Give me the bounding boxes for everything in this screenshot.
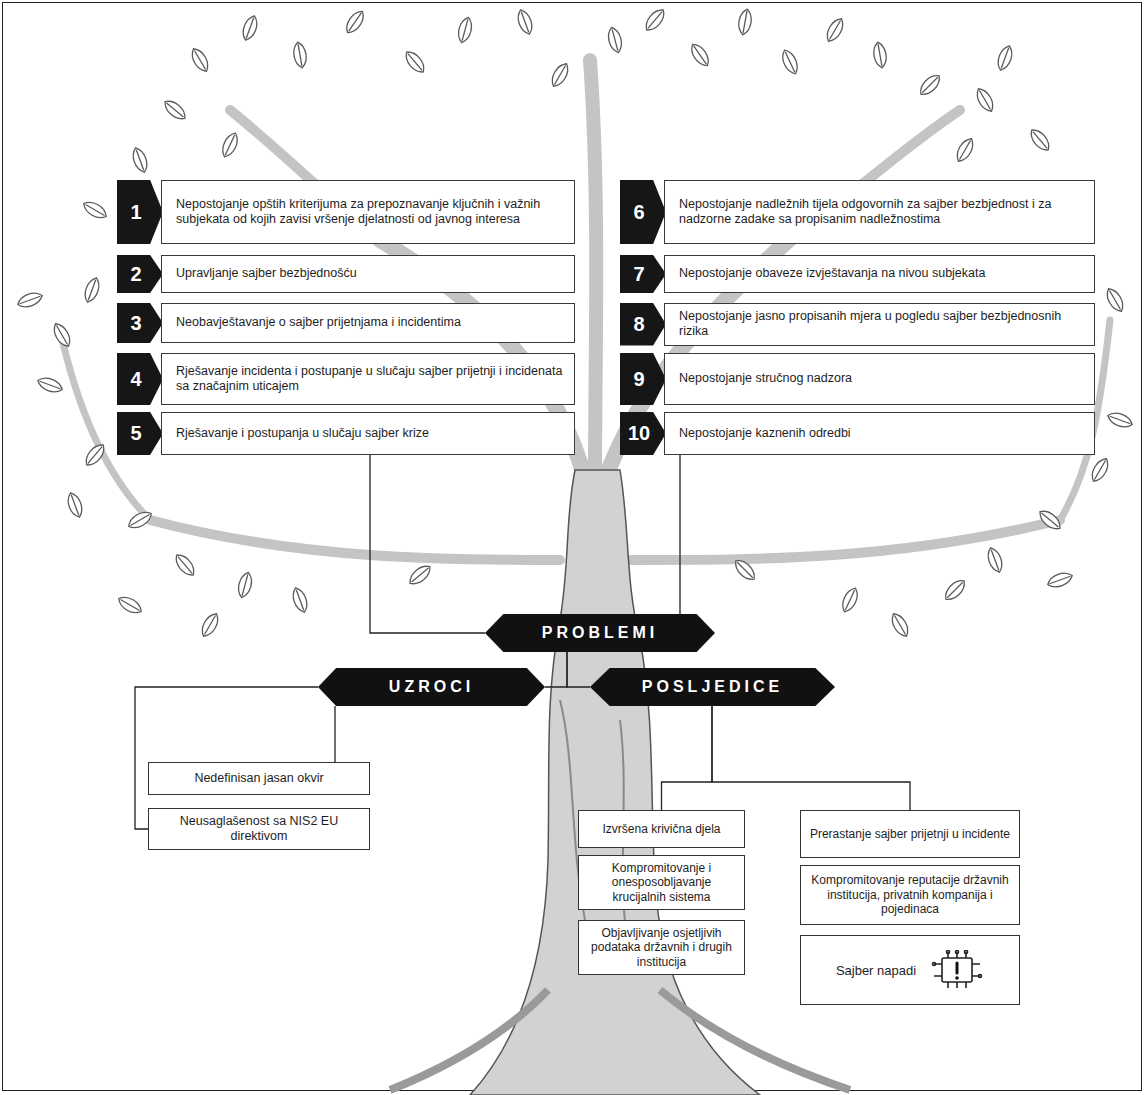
number-badge: 7 <box>620 255 666 293</box>
cause-box: Neusaglašenost sa NIS2 EU direktivom <box>148 808 370 850</box>
problem-text-box: Upravljanje sajber bezbjednošću <box>161 255 575 293</box>
callout-number: 9 <box>633 368 644 391</box>
problem-text-box: Nepostojanje nadležnih tijela odgovornih… <box>664 180 1095 244</box>
box-text: Kompromitovanje i onesposobljavanje kruc… <box>586 861 737 904</box>
section-title: POSLJEDICE <box>642 678 783 696</box>
problem-text-box: Nepostojanje jasno propisanih mjera u po… <box>664 303 1095 346</box>
problem-text: Nepostojanje nadležnih tijela odgovornih… <box>679 197 1084 228</box>
problem-box: 1 Nepostojanje opštih kriterijuma za prep… <box>117 180 575 244</box>
consequence-text: Sajber napadi <box>836 963 916 978</box>
consequence-box: Kompromitovanje reputacije državnih inst… <box>800 865 1020 925</box>
number-badge: 4 <box>117 353 163 405</box>
problem-text: Nepostojanje opštih kriterijuma za prepo… <box>176 197 564 228</box>
problem-box: 8 Nepostojanje jasno propisanih mjera u p… <box>620 303 1095 346</box>
connector-line <box>567 652 590 687</box>
problem-box: 6 Nepostojanje nadležnih tijela odgovorni… <box>620 180 1095 244</box>
consequence-box: Prerastanje sajber prijetnji u incidente <box>800 810 1020 858</box>
section-hexagon: POSLJEDICE <box>590 668 835 706</box>
problem-text: Nepostojanje jasno propisanih mjera u po… <box>679 309 1084 340</box>
callout-number: 10 <box>628 422 650 445</box>
connector-line <box>334 706 335 762</box>
problem-text-box: Rješavanje i postupanja u slučaju sajber… <box>161 412 575 455</box>
problem-box: 7 Nepostojanje obaveze izvještavanja na n… <box>620 255 1095 293</box>
problem-text: Nepostojanje stručnog nadzora <box>679 371 852 386</box>
box-text: Prerastanje sajber prijetnji u incidente <box>810 827 1010 841</box>
box-text: Objavljivanje osjetljivih podataka držav… <box>586 926 737 969</box>
connector-line <box>662 706 713 810</box>
problem-box: 9 Nepostojanje stručnog nadzora <box>620 353 1095 405</box>
section-hexagon: UZROCI <box>318 668 545 706</box>
number-badge: 6 <box>620 180 666 244</box>
callout-number: 6 <box>633 201 644 224</box>
problem-box: 3 Neobavještavanje o sajber prijetnjama i… <box>117 303 575 343</box>
box-text: Neusaglašenost sa NIS2 EU direktivom <box>156 814 362 844</box>
number-badge: 9 <box>620 353 666 405</box>
callout-number: 5 <box>130 422 141 445</box>
callout-number: 3 <box>130 312 141 335</box>
problem-text: Upravljanje sajber bezbjednošću <box>176 266 357 281</box>
connector-line <box>370 455 485 633</box>
consequence-box: Kompromitovanje i onesposobljavanje kruc… <box>578 855 745 910</box>
box-text: Nedefinisan jasan okvir <box>194 771 323 786</box>
connector-line <box>679 455 680 614</box>
box-text: Kompromitovanje reputacije državnih inst… <box>808 873 1012 916</box>
problem-text: Rješavanje i postupanja u slučaju sajber… <box>176 426 429 441</box>
problem-text-box: Nepostojanje stručnog nadzora <box>664 353 1095 405</box>
number-badge: 3 <box>117 303 163 343</box>
problem-text: Nepostojanje obaveze izvještavanja na ni… <box>679 266 985 281</box>
number-badge: 10 <box>620 412 666 455</box>
connector-line <box>545 652 567 687</box>
consequence-box: Sajber napadi <box>800 935 1020 1005</box>
problem-text-box: Nepostojanje opštih kriterijuma za prepo… <box>161 180 575 244</box>
number-badge: 8 <box>620 303 666 346</box>
problem-text-box: Nepostojanje obaveze izvještavanja na ni… <box>664 255 1095 293</box>
callout-number: 2 <box>130 263 141 286</box>
problem-box: 10 Nepostojanje kaznenih odredbi <box>620 412 1095 455</box>
box-text: Izvršena krivična djela <box>602 822 720 836</box>
problem-box: 2 Upravljanje sajber bezbjednošću <box>117 255 575 293</box>
number-badge: 5 <box>117 412 163 455</box>
problem-text-box: Rješavanje incidenta i postupanje u sluč… <box>161 353 575 405</box>
section-title: UZROCI <box>389 678 474 696</box>
section-title: PROBLEMI <box>542 624 658 642</box>
callout-number: 8 <box>633 313 644 336</box>
problem-text: Rješavanje incidenta i postupanje u sluč… <box>176 364 564 395</box>
problem-text-box: Nepostojanje kaznenih odredbi <box>664 412 1095 455</box>
problem-text-box: Neobavještavanje o sajber prijetnjama i … <box>161 303 575 343</box>
callout-number: 1 <box>130 201 141 224</box>
connector-line <box>712 706 910 810</box>
problem-box: 5 Rješavanje i postupanja u slučaju sajbe… <box>117 412 575 455</box>
section-hexagon: PROBLEMI <box>485 614 715 652</box>
problem-box: 4 Rješavanje incidenta i postupanje u slu… <box>117 353 575 405</box>
callout-number: 4 <box>130 368 141 391</box>
number-badge: 2 <box>117 255 163 293</box>
chip-alert-icon <box>930 950 984 990</box>
consequence-box: Objavljivanje osjetljivih podataka držav… <box>578 920 745 975</box>
cause-box: Nedefinisan jasan okvir <box>148 762 370 795</box>
consequence-box: Izvršena krivična djela <box>578 810 745 848</box>
problem-text: Nepostojanje kaznenih odredbi <box>679 426 851 441</box>
number-badge: 1 <box>117 180 163 244</box>
problem-text: Neobavještavanje o sajber prijetnjama i … <box>176 315 461 330</box>
callout-number: 7 <box>633 263 644 286</box>
